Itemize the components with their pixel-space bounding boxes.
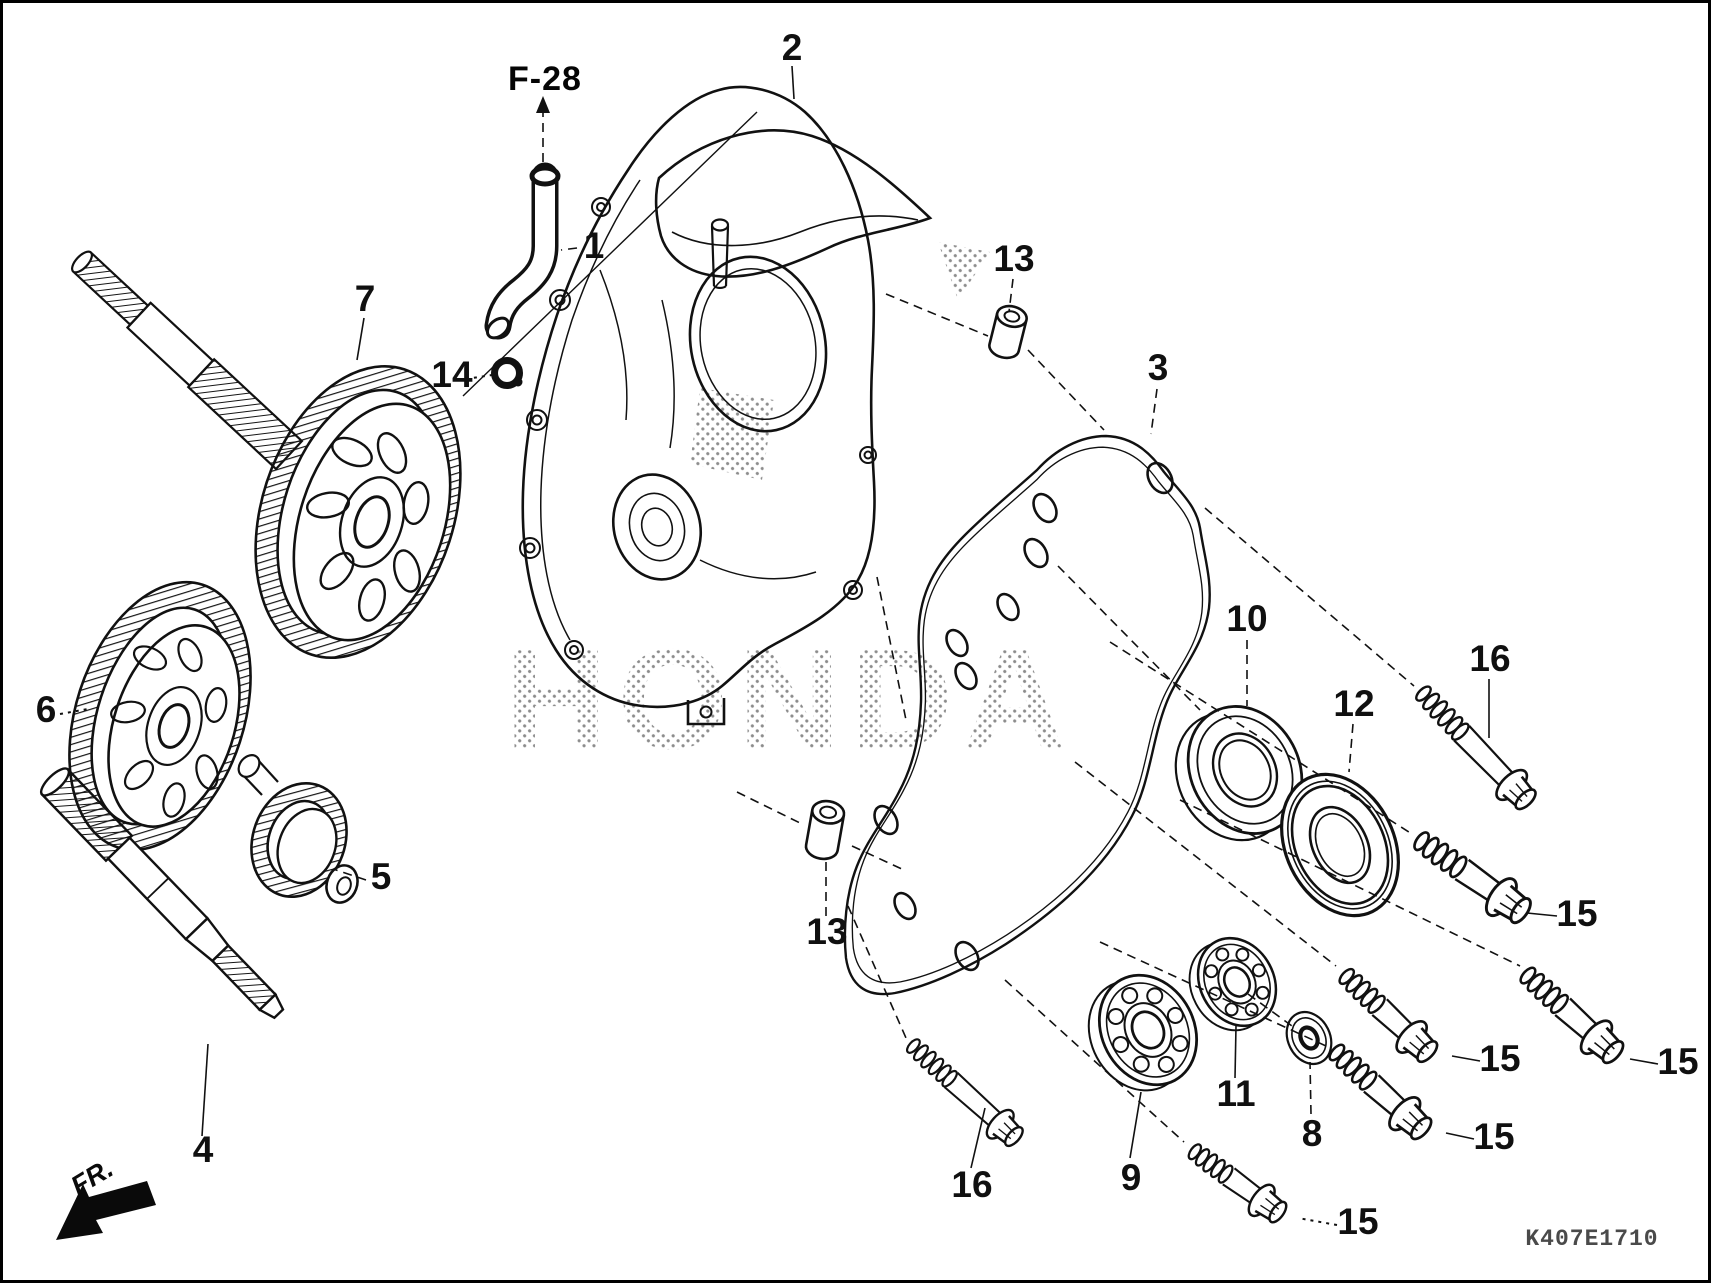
diagram-code: K407E1710: [1525, 1226, 1658, 1252]
callout-2: 2: [782, 27, 803, 68]
f28-arrowhead: [536, 96, 550, 113]
callout-12: 12: [1333, 683, 1374, 724]
fr-arrow-icon: [56, 1181, 156, 1240]
callout-15-a: 15: [1556, 893, 1597, 934]
part-5-pinion-drawing: [237, 754, 359, 904]
part-6-gear-drawing: [68, 580, 252, 852]
callout-14: 14: [431, 354, 473, 395]
leader-lines: [59, 65, 1659, 1226]
callout-7: 7: [355, 278, 376, 319]
callout-16-a: 16: [1469, 638, 1510, 679]
callout-15-b: 15: [1657, 1041, 1698, 1082]
part-12-oil-seal-drawing: [1280, 772, 1400, 918]
callout-6: 6: [36, 689, 57, 730]
honda-watermark: HONDA: [505, 242, 1076, 779]
part-3-gasket-drawing: [843, 434, 1211, 996]
callout-9: 9: [1121, 1157, 1142, 1198]
callout-4: 4: [193, 1129, 214, 1170]
callout-13-lower: 13: [806, 911, 847, 952]
callout-1: 1: [584, 225, 605, 266]
cover-stud: [710, 218, 730, 289]
watermark-dot-patch: [938, 242, 990, 300]
watermark-dot-patch: [690, 388, 774, 480]
part-9-bearing-drawing: [1087, 973, 1199, 1092]
callout-5: 5: [371, 856, 392, 897]
part-13-dowel-lower-drawing: [804, 799, 846, 861]
part-13-dowel-upper-drawing: [988, 304, 1028, 360]
callout-16-b: 16: [951, 1164, 992, 1205]
part-7-final-gear-drawing: [71, 250, 462, 659]
callout-8: 8: [1302, 1113, 1323, 1154]
page-ref-label: F-28: [508, 60, 582, 98]
callout-11: 11: [1216, 1073, 1255, 1114]
callout-13-upper: 13: [993, 238, 1034, 279]
part-10-bearing-drawing: [1174, 705, 1304, 842]
callout-10: 10: [1226, 598, 1267, 639]
callout-15-c: 15: [1479, 1038, 1520, 1079]
callout-15-d: 15: [1473, 1116, 1514, 1157]
part-1-breather-tube-drawing: [484, 162, 561, 340]
part-2-cover-drawing: [519, 85, 933, 726]
callout-3: 3: [1148, 347, 1169, 388]
part-14-ring-drawing: [491, 357, 523, 389]
watermark-text: HONDA: [505, 620, 1076, 779]
callout-15-e: 15: [1337, 1201, 1378, 1242]
part-4-shaft-drawing: [39, 767, 285, 1020]
part-11-bearing-drawing: [1188, 936, 1278, 1032]
